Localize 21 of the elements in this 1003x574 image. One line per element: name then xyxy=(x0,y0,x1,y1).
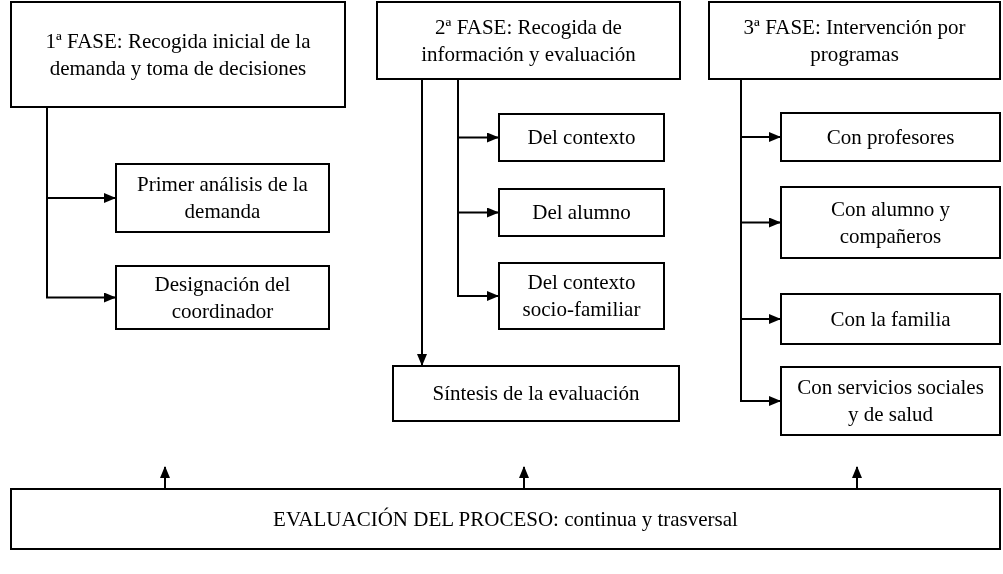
text-box: EVALUACIÓN DEL PROCESO: continua y trasversal xyxy=(10,488,1001,550)
arrow xyxy=(852,466,862,489)
arrow xyxy=(740,79,781,406)
arrow xyxy=(417,79,427,366)
arrow xyxy=(160,466,170,489)
text-box: Primer análisis de la demanda xyxy=(115,163,330,233)
arrow xyxy=(46,107,116,303)
text-box: Del alumno xyxy=(498,188,665,237)
text-box: Con alumno y compañeros xyxy=(780,186,1001,259)
text-box: Del contexto socio-familiar xyxy=(498,262,665,330)
text-box: Síntesis de la evaluación xyxy=(392,365,680,422)
text-box: Con servicios sociales y de salud xyxy=(780,366,1001,436)
arrow xyxy=(457,79,499,301)
text-box: 2ª FASE: Recogida de información y evaluación xyxy=(376,1,681,80)
text-box: Designación del coordinador xyxy=(115,265,330,330)
text-box: 3ª FASE: Intervención por programas xyxy=(708,1,1001,80)
text-box: Del contexto xyxy=(498,113,665,162)
text-box: Con la familia xyxy=(780,293,1001,345)
arrow xyxy=(519,466,529,489)
text-box: 1ª FASE: Recogida inicial de la demanda y toma de decisiones xyxy=(10,1,346,108)
text-box: Con profesores xyxy=(780,112,1001,162)
